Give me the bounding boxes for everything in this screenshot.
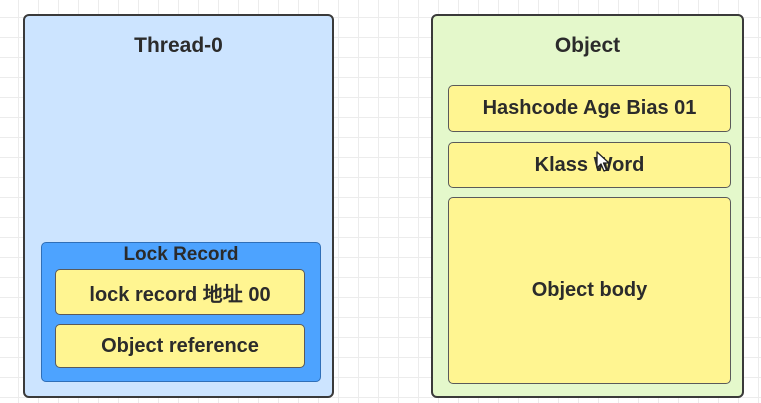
thread-0-title: Thread-0 — [134, 34, 223, 57]
thread-0-panel: Thread-0 Lock Record lock record 地址 00 O… — [23, 14, 334, 398]
klass-word-field: Klass Word — [448, 142, 731, 188]
mark-word-field: Hashcode Age Bias 01 — [448, 85, 731, 132]
lock-record-address-field: lock record 地址 00 — [55, 269, 305, 315]
lock-record-box: Lock Record lock record 地址 00 Object ref… — [41, 242, 321, 382]
object-title: Object — [554, 34, 621, 57]
object-reference-field: Object reference — [55, 324, 305, 368]
object-body-field: Object body — [448, 197, 731, 384]
lock-record-title: Lock Record — [123, 244, 239, 265]
object-panel: Object Hashcode Age Bias 01 Klass Word O… — [431, 14, 744, 398]
mouse-pointer-icon — [596, 151, 610, 172]
